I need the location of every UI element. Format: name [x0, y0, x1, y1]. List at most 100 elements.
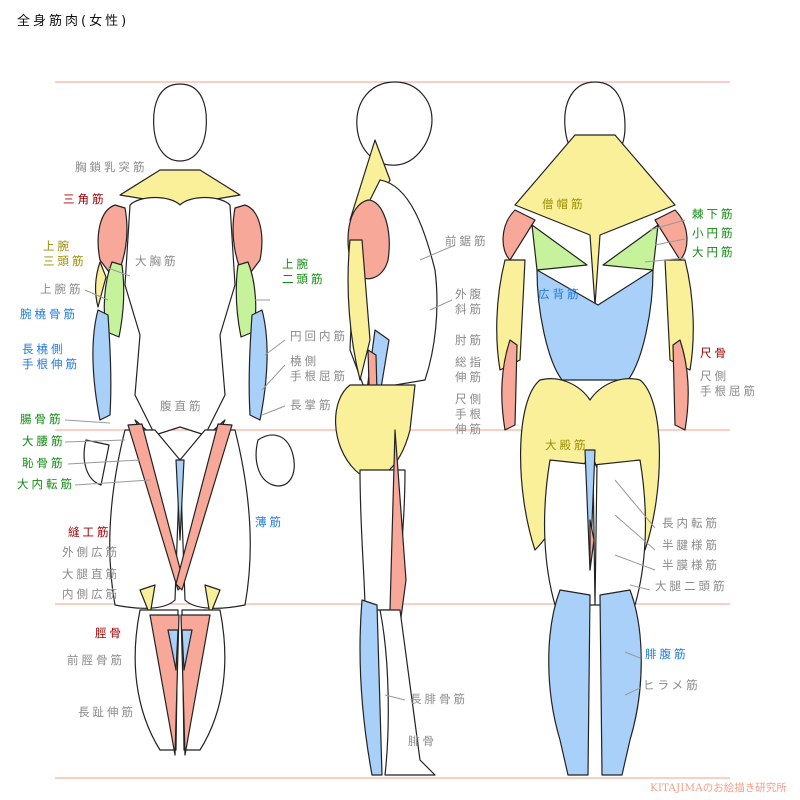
- muscle-label-line: 腹直筋: [160, 399, 204, 413]
- back-figure: [496, 81, 694, 776]
- muscle-label-line: 大内転筋: [17, 477, 75, 491]
- muscle-label-line: 長腓骨筋: [410, 692, 468, 706]
- muscle-label: 大腰筋: [22, 434, 66, 449]
- credit-watermark: KITAJIMAのお絵描き研究所: [650, 782, 787, 794]
- muscle-label: 腕橈骨筋: [20, 307, 78, 322]
- muscle-label: 長掌筋: [290, 398, 334, 413]
- muscle-label-line: 腕橈骨筋: [20, 307, 78, 321]
- muscle-label-line: ヒラメ筋: [643, 678, 701, 692]
- muscle-label-line: 尺側: [455, 392, 484, 406]
- muscle-label-line: 前鋸筋: [445, 234, 489, 248]
- muscle-label-line: 外腹: [455, 287, 484, 301]
- muscle-label: 腹直筋: [160, 399, 204, 414]
- muscle-label-line: 円回内筋: [290, 329, 348, 343]
- muscle-label: 外腹斜筋: [455, 287, 484, 317]
- muscle-label: ヒラメ筋: [643, 678, 701, 693]
- muscle-label: 大内転筋: [17, 477, 75, 492]
- muscle-label-line: 手根: [455, 407, 484, 421]
- muscle-label-line: 大胸筋: [135, 254, 179, 268]
- muscle-label-line: 腸骨筋: [20, 412, 64, 426]
- muscle-label-line: 橈側: [290, 354, 319, 368]
- muscle-label-line: 縫工筋: [68, 525, 112, 539]
- muscle-label-line: 腓骨: [408, 734, 437, 748]
- muscle-label: 薄筋: [255, 515, 284, 530]
- muscle-label: 上腕三頭筋: [43, 239, 87, 269]
- muscle-label: 総指伸筋: [455, 355, 484, 385]
- side-figure: [334, 81, 438, 776]
- muscle-label-line: 長掌筋: [290, 398, 334, 412]
- muscle-label-line: 伸筋: [455, 370, 484, 384]
- muscle-label-line: 上腕: [43, 239, 72, 253]
- muscle-label: 胸鎖乳突筋: [75, 160, 148, 175]
- muscle-label-line: 大腿二頭筋: [655, 579, 728, 593]
- muscle-label-line: 恥骨筋: [22, 456, 66, 470]
- muscle-label: 長内転筋: [662, 516, 720, 531]
- muscle-label: 脛骨: [95, 626, 124, 641]
- muscle-label-line: 長橈側: [22, 342, 66, 356]
- muscle-label: 大腿二頭筋: [655, 579, 728, 594]
- muscle-label: 前鋸筋: [445, 234, 489, 249]
- muscle-label: 肘筋: [455, 333, 484, 348]
- muscle-label: 半腱様筋: [662, 538, 720, 553]
- muscle-label: 上腕二頭筋: [282, 257, 326, 287]
- muscle-label: 大円筋: [692, 245, 736, 260]
- muscle-label-line: 尺骨: [700, 346, 729, 360]
- muscle-label-line: 半膜様筋: [662, 558, 720, 572]
- muscle-label: 半膜様筋: [662, 558, 720, 573]
- muscle-label: 内側広筋: [62, 587, 120, 602]
- muscle-label: 前脛骨筋: [67, 653, 125, 668]
- muscle-label: 長趾伸筋: [78, 705, 136, 720]
- muscle-label-line: 長趾伸筋: [78, 705, 136, 719]
- muscle-label-line: 斜筋: [455, 302, 484, 316]
- muscle-label: 円回内筋: [290, 329, 348, 344]
- muscle-label: 尺側手根伸筋: [455, 392, 484, 437]
- muscle-label-line: 脛骨: [95, 626, 124, 640]
- muscle-label: 上腕筋: [40, 282, 84, 297]
- muscle-label: 腓腹筋: [645, 647, 689, 662]
- muscle-label-line: 外側広筋: [62, 545, 120, 559]
- muscle-label: 恥骨筋: [22, 456, 66, 471]
- muscle-label: 橈側手根屈筋: [290, 354, 348, 384]
- muscle-label: 尺骨: [700, 346, 729, 361]
- front-figure: [83, 83, 295, 756]
- muscle-label: 僧帽筋: [542, 197, 586, 212]
- muscle-label: 広背筋: [538, 287, 582, 302]
- muscle-label-line: 小円筋: [692, 226, 736, 240]
- muscle-label-line: 胸鎖乳突筋: [75, 160, 148, 174]
- leader-lines: [64, 219, 686, 701]
- muscle-label: 尺側手根屈筋: [700, 369, 758, 399]
- muscle-label-line: 薄筋: [255, 515, 284, 529]
- muscle-label: 縫工筋: [68, 525, 112, 540]
- muscle-label: 大腿直筋: [62, 567, 120, 582]
- muscle-label-line: 僧帽筋: [542, 197, 586, 211]
- muscle-label: 小円筋: [692, 226, 736, 241]
- muscle-label-line: 手根屈筋: [700, 384, 758, 398]
- muscle-label-line: 広背筋: [538, 287, 582, 301]
- muscle-label: 大殿筋: [545, 438, 589, 453]
- muscle-label: 三角筋: [63, 192, 107, 207]
- muscle-label-line: 総指: [455, 355, 484, 369]
- muscle-label-line: 三角筋: [63, 192, 107, 206]
- muscle-label-line: 伸筋: [455, 422, 484, 436]
- muscle-label-line: 肘筋: [455, 333, 484, 347]
- muscle-label-line: 大円筋: [692, 245, 736, 259]
- muscle-label-line: 上腕: [282, 257, 311, 271]
- muscle-label-line: 棘下筋: [692, 207, 736, 221]
- muscle-label: 腸骨筋: [20, 412, 64, 427]
- muscle-label-line: 手根伸筋: [22, 357, 80, 371]
- muscle-label-line: 大腰筋: [22, 434, 66, 448]
- muscle-label: 長腓骨筋: [410, 692, 468, 707]
- muscle-label-line: 尺側: [700, 369, 729, 383]
- muscle-label: 腓骨: [408, 734, 437, 749]
- muscle-label-line: 長内転筋: [662, 516, 720, 530]
- muscle-label-line: 半腱様筋: [662, 538, 720, 552]
- muscle-label-line: 三頭筋: [43, 254, 87, 268]
- muscle-label: 長橈側手根伸筋: [22, 342, 80, 372]
- muscle-label: 棘下筋: [692, 207, 736, 222]
- muscle-label-line: 前脛骨筋: [67, 653, 125, 667]
- muscle-label: 外側広筋: [62, 545, 120, 560]
- muscle-label-line: 腓腹筋: [645, 647, 689, 661]
- muscle-label-line: 手根屈筋: [290, 369, 348, 383]
